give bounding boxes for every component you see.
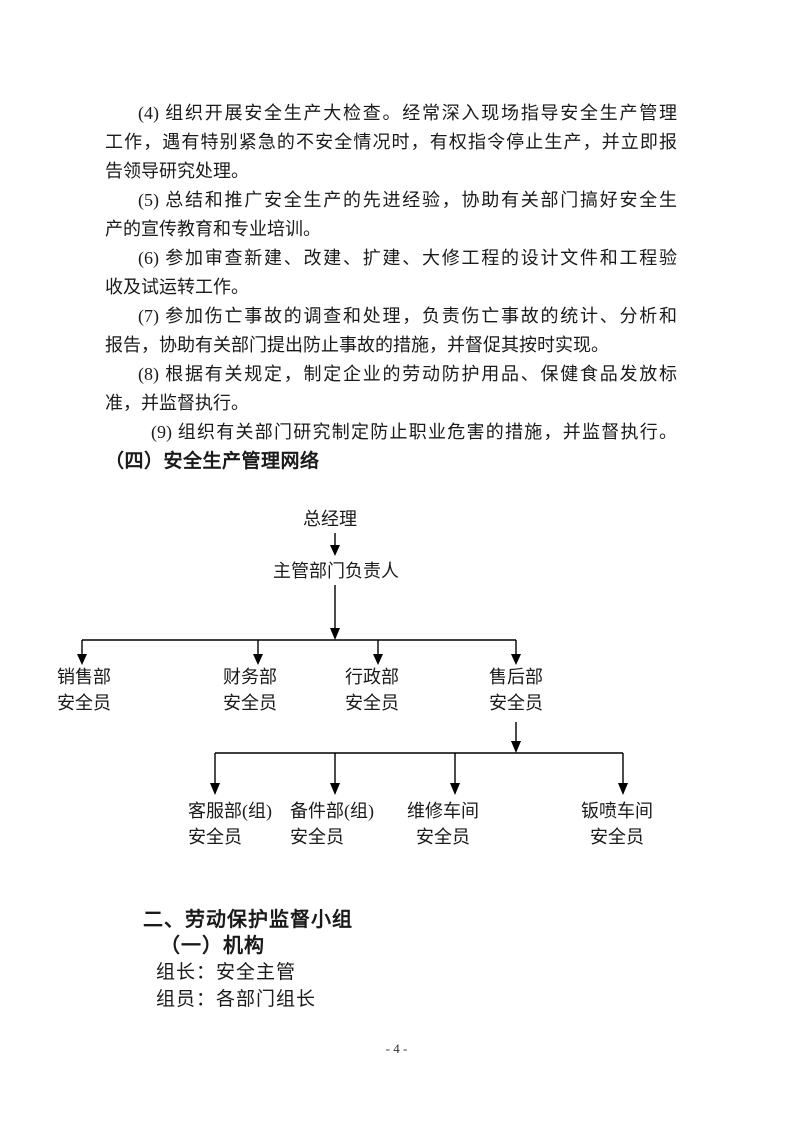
section-heading-4: （四）安全生产管理网络 <box>105 451 320 472</box>
org-node-dept-head: 主管部门负责人 <box>273 561 399 581</box>
org-node-customer-service: 客服部(组) 安全员 <box>188 798 272 850</box>
page-number: - 4 - <box>385 1041 408 1056</box>
org-node-general-manager: 总经理 <box>303 509 357 529</box>
org-node-aftersales: 售后部 安全员 <box>489 664 543 716</box>
org-node-role: 安全员 <box>57 693 111 713</box>
paragraph-line: (9) 组织有关部门研究制定防止职业危害的措施，并监督执行。 <box>151 422 677 442</box>
paragraph-line: 产的宣传教育和专业培训。 <box>105 219 321 239</box>
org-node-dept: 客服部(组) <box>188 801 272 821</box>
connector-group <box>77 533 628 795</box>
org-node-dept: 钣喷车间 <box>581 801 653 821</box>
org-node-admin: 行政部 安全员 <box>345 664 399 716</box>
org-node-role: 安全员 <box>223 693 277 713</box>
org-chart-connectors <box>77 533 628 795</box>
paragraph-line: (5) 总结和推广安全生产的先进经验，协助有关部门搞好安全生 <box>138 190 677 210</box>
org-node-dept: 备件部(组) <box>290 801 374 821</box>
org-node-dept: 行政部 <box>345 667 399 687</box>
paragraph-line: 收及试运转工作。 <box>105 277 249 297</box>
org-node-sales: 销售部 安全员 <box>57 664 111 716</box>
group-member-line: 组员：各部门组长 <box>156 989 317 1010</box>
paragraph-line: (8) 根据有关规定，制定企业的劳动防护用品、保健食品发放标 <box>138 364 677 384</box>
paragraph-line: 告领导研究处理。 <box>105 161 249 181</box>
org-node-role: 安全员 <box>188 827 242 847</box>
org-node-dept: 维修车间 <box>407 801 479 821</box>
paragraph-line: (4) 组织开展安全生产大检查。经常深入现场指导安全生产管理 <box>138 103 677 123</box>
group-leader-line: 组长：安全主管 <box>156 962 297 983</box>
body-text-block: (4) 组织开展安全生产大检查。经常深入现场指导安全生产管理 工作，遇有特别紧急… <box>105 99 677 476</box>
org-node-dept: 售后部 <box>489 667 543 687</box>
paragraph-line: (7) 参加伤亡事故的调查和处理，负责伤亡事故的统计、分析和 <box>138 306 677 326</box>
paragraph-line: (6) 参加审查新建、改建、扩建、大修工程的设计文件和工程验 <box>138 248 677 268</box>
org-node-role: 安全员 <box>590 827 644 847</box>
org-node-dept: 财务部 <box>223 667 277 687</box>
paragraph-line: 报告，协助有关部门提出防止事故的措施，并督促其按时实现。 <box>105 335 609 355</box>
paragraph-line: 工作，遇有特别紧急的不安全情况时，有权指令停止生产，并立即报 <box>105 132 677 152</box>
org-node-finance: 财务部 安全员 <box>223 664 277 716</box>
section-heading-2: 二、劳动保护监督小组 <box>143 909 353 931</box>
org-node-paint-shop: 钣喷车间 安全员 <box>581 798 653 850</box>
paragraph-line: 准，并监督执行。 <box>105 393 249 413</box>
org-node-dept: 销售部 <box>57 667 111 687</box>
org-node-spare-parts: 备件部(组) 安全员 <box>290 798 374 850</box>
org-node-repair-shop: 维修车间 安全员 <box>407 798 479 850</box>
org-node-role: 安全员 <box>290 827 344 847</box>
org-node-role: 安全员 <box>489 693 543 713</box>
org-node-role: 安全员 <box>416 827 470 847</box>
org-node-role: 安全员 <box>345 693 399 713</box>
section-subheading: （一）机构 <box>160 935 265 957</box>
